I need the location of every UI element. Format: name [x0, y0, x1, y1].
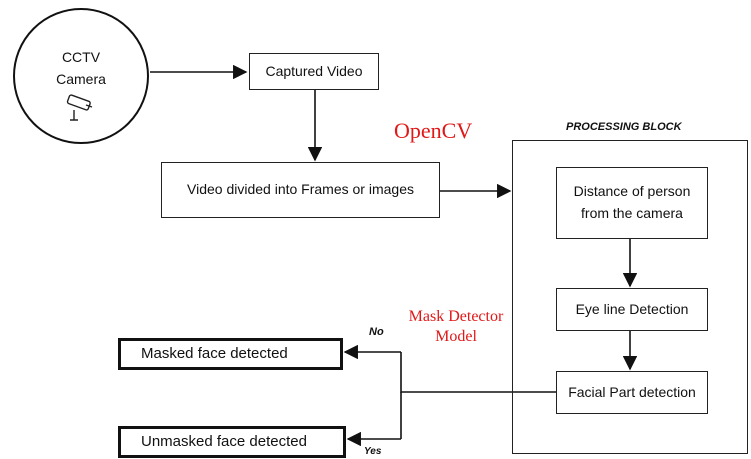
eye-line-node: Eye line Detection [556, 288, 708, 331]
cctv-camera-node: CCTV Camera [13, 8, 149, 144]
masked-face-label: Masked face detected [141, 345, 288, 363]
video-frames-label: Video divided into Frames or images [187, 181, 414, 198]
captured-video-node: Captured Video [249, 53, 379, 90]
eye-line-label: Eye line Detection [575, 300, 689, 317]
facial-part-node: Facial Part detection [556, 371, 708, 414]
distance-node: Distance of person from the camera [556, 167, 708, 239]
mask-detector-label: Mask Detector Model [408, 308, 504, 345]
cctv-label: CCTV Camera [56, 49, 106, 87]
processing-block-title: PROCESSING BLOCK [566, 121, 682, 133]
unmasked-face-node: Unmasked face detected [118, 426, 346, 458]
video-frames-node: Video divided into Frames or images [161, 162, 440, 218]
unmasked-face-label: Unmasked face detected [141, 433, 307, 451]
masked-face-node: Masked face detected [118, 338, 343, 370]
facial-part-label: Facial Part detection [568, 383, 696, 400]
distance-label: Distance of person from the camera [573, 183, 691, 221]
no-label: No [369, 326, 384, 338]
processing-block [512, 140, 748, 454]
captured-video-label: Captured Video [265, 62, 363, 79]
opencv-label: OpenCV [394, 118, 473, 143]
yes-label: Yes [364, 446, 382, 457]
